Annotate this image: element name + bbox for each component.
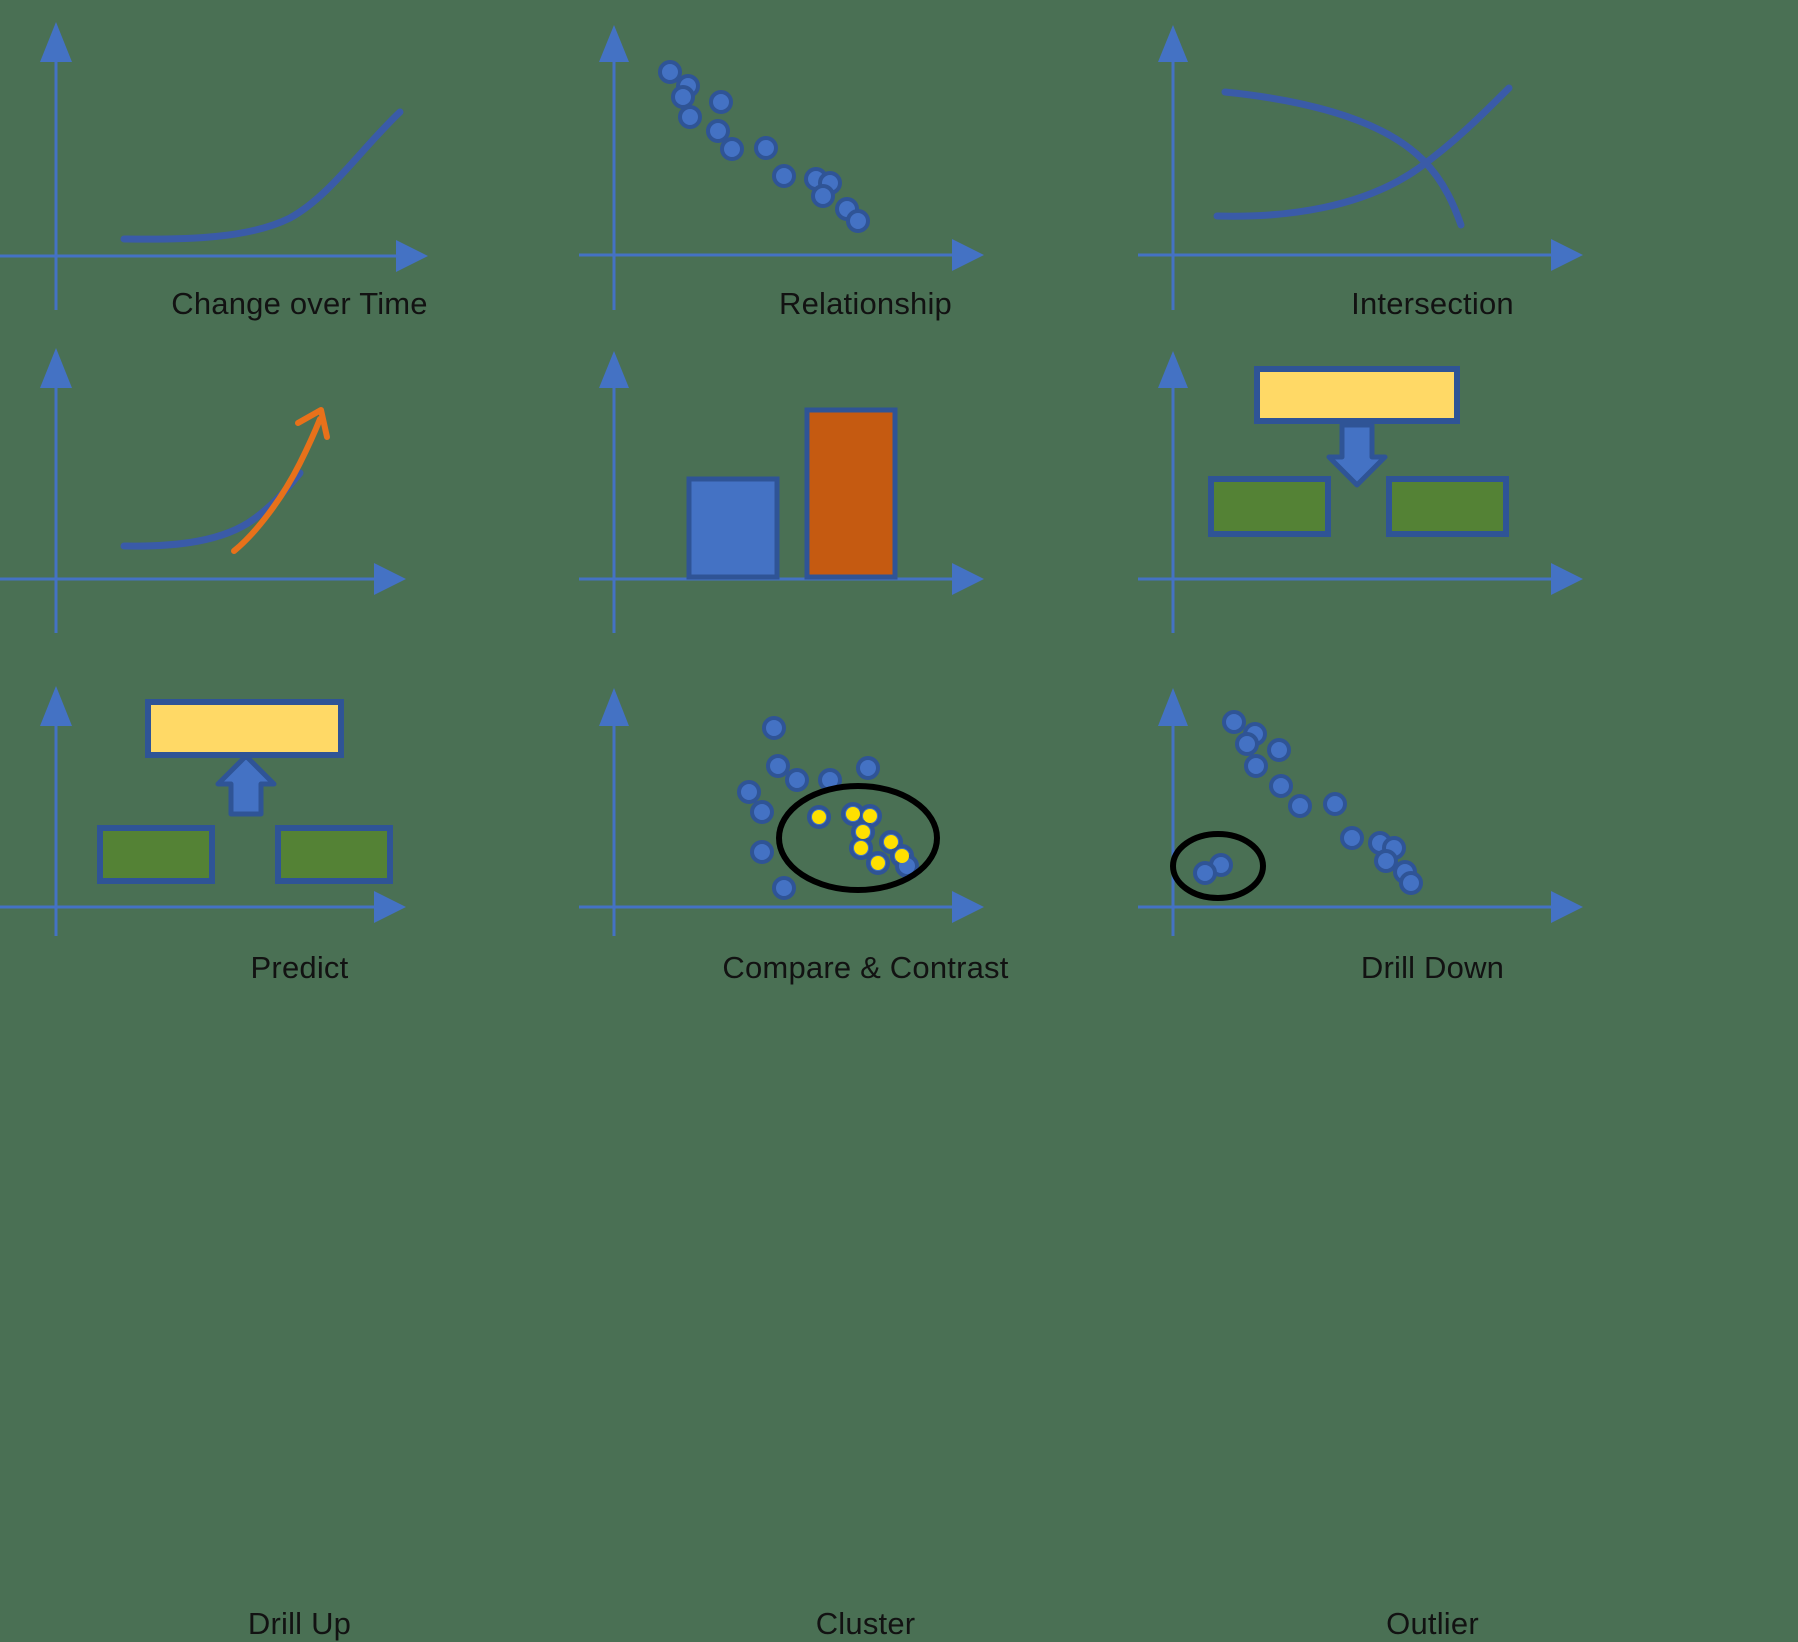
panel-drill-up: Drill Up xyxy=(0,666,599,1641)
panel-label-change-over-time: Change over Time xyxy=(171,286,428,321)
panel-intersection: Intersection xyxy=(1133,0,1732,386)
declining-curve xyxy=(1221,88,1465,229)
down-arrow-icon xyxy=(1326,422,1388,488)
up-arrow-icon xyxy=(215,753,277,817)
y-axis xyxy=(40,686,72,936)
child-node-right xyxy=(1386,476,1509,537)
panel-label-drill-down: Drill Down xyxy=(1360,950,1505,985)
scatter-points xyxy=(1193,710,1423,895)
panel-compare-contrast: Compare & Contrast xyxy=(566,333,1165,985)
highlighted-cluster-points xyxy=(812,807,909,870)
child-node-left xyxy=(97,825,215,884)
panel-label-drill-up: Drill Up xyxy=(247,1606,352,1641)
y-axis xyxy=(599,351,629,633)
panel-drill-down: Drill Down xyxy=(1133,333,1732,985)
parent-node xyxy=(1254,366,1460,424)
y-axis xyxy=(40,348,72,633)
panel-label-predict: Predict xyxy=(250,950,349,985)
panel-cluster: Cluster xyxy=(566,666,1165,1641)
child-node-right xyxy=(275,825,393,884)
cluster-outline-ellipse xyxy=(776,783,940,893)
x-axis xyxy=(1138,563,1583,595)
panel-label-intersection: Intersection xyxy=(1351,286,1514,321)
x-axis xyxy=(579,563,984,595)
child-node-left xyxy=(1208,476,1331,537)
panel-label-compare-contrast: Compare & Contrast xyxy=(722,950,1009,985)
panel-label-outlier: Outlier xyxy=(1386,1606,1479,1641)
bar-b xyxy=(804,407,898,580)
x-axis xyxy=(1138,239,1583,271)
panel-outlier: Outlier xyxy=(1133,666,1732,1641)
panel-relationship: Relationship xyxy=(566,0,1165,386)
panel-label-relationship: Relationship xyxy=(778,286,952,321)
x-axis xyxy=(579,891,984,923)
scatter-points xyxy=(737,716,919,900)
forecast-arrow xyxy=(231,407,330,554)
bar-a xyxy=(686,476,780,580)
panel-change-over-time: Change over Time xyxy=(0,0,599,386)
y-axis xyxy=(1158,351,1188,633)
x-axis xyxy=(579,239,984,271)
growth-curve xyxy=(120,108,404,243)
outlier-outline-ellipse xyxy=(1170,831,1266,901)
y-axis xyxy=(1158,25,1188,310)
x-axis xyxy=(0,240,428,272)
panel-predict: Predict xyxy=(0,333,599,985)
scatter-points xyxy=(658,60,870,233)
y-axis xyxy=(599,25,629,310)
diagram-canvas: Change over Time xyxy=(0,0,1732,1641)
x-axis xyxy=(1138,891,1583,923)
panel-label-cluster: Cluster xyxy=(815,1606,916,1641)
x-axis xyxy=(0,563,406,595)
x-axis xyxy=(0,891,406,923)
parent-node xyxy=(145,699,344,758)
y-axis xyxy=(599,688,629,936)
rising-curve xyxy=(1213,84,1513,220)
y-axis xyxy=(40,22,72,310)
y-axis xyxy=(1158,688,1188,936)
